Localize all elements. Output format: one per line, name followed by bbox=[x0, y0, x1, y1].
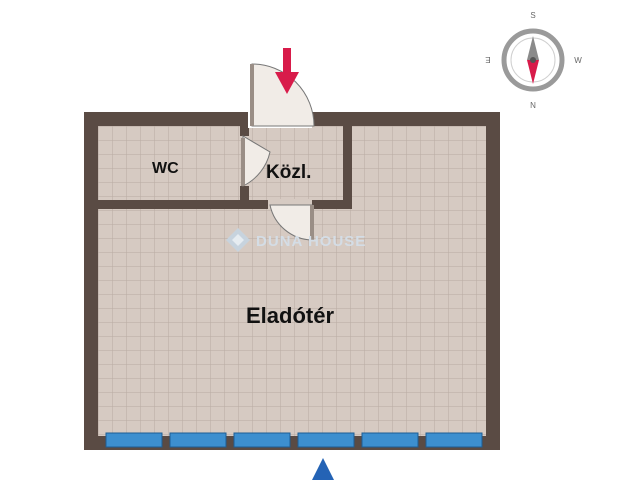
left-wall bbox=[84, 112, 98, 450]
window bbox=[361, 432, 419, 448]
compass-e: E bbox=[485, 55, 490, 64]
compass-s: S bbox=[530, 11, 535, 20]
entrance-door bbox=[248, 63, 315, 128]
top-wall-left bbox=[84, 112, 248, 126]
compass-m: W bbox=[574, 56, 582, 65]
watermark-text: DUNA HOUSE bbox=[256, 233, 366, 250]
window bbox=[105, 432, 163, 448]
wc-kozl-wall-bottom bbox=[240, 186, 249, 204]
compass-needle bbox=[527, 36, 539, 60]
windows bbox=[105, 432, 483, 448]
compass-needle-red bbox=[527, 60, 539, 84]
window bbox=[233, 432, 291, 448]
room-label-eladoter: Eladótér bbox=[246, 303, 334, 328]
room-label-wc: WC bbox=[152, 160, 179, 177]
kozl-right-wall bbox=[343, 126, 352, 209]
wc-bottom-wall bbox=[98, 200, 268, 209]
top-wall-right bbox=[312, 112, 500, 126]
wc-door bbox=[241, 135, 271, 187]
compass-icon: S N W E bbox=[485, 11, 582, 110]
compass-n: N bbox=[530, 101, 536, 110]
right-wall bbox=[486, 112, 500, 450]
duna-house-logo-icon bbox=[226, 228, 250, 252]
interior-walls bbox=[98, 126, 352, 209]
watermark: DUNA HOUSE bbox=[226, 228, 366, 252]
floor-tiles bbox=[90, 118, 492, 444]
wc-kozl-wall-top bbox=[240, 126, 249, 136]
entrance-arrow-icon bbox=[275, 48, 299, 94]
room-label-kozl: Közl. bbox=[266, 162, 311, 183]
shop-door bbox=[268, 199, 314, 241]
kozl-bottom-wall-right bbox=[312, 200, 352, 209]
window bbox=[425, 432, 483, 448]
window bbox=[297, 432, 355, 448]
view-direction-arrow-icon bbox=[312, 458, 334, 480]
window bbox=[169, 432, 227, 448]
